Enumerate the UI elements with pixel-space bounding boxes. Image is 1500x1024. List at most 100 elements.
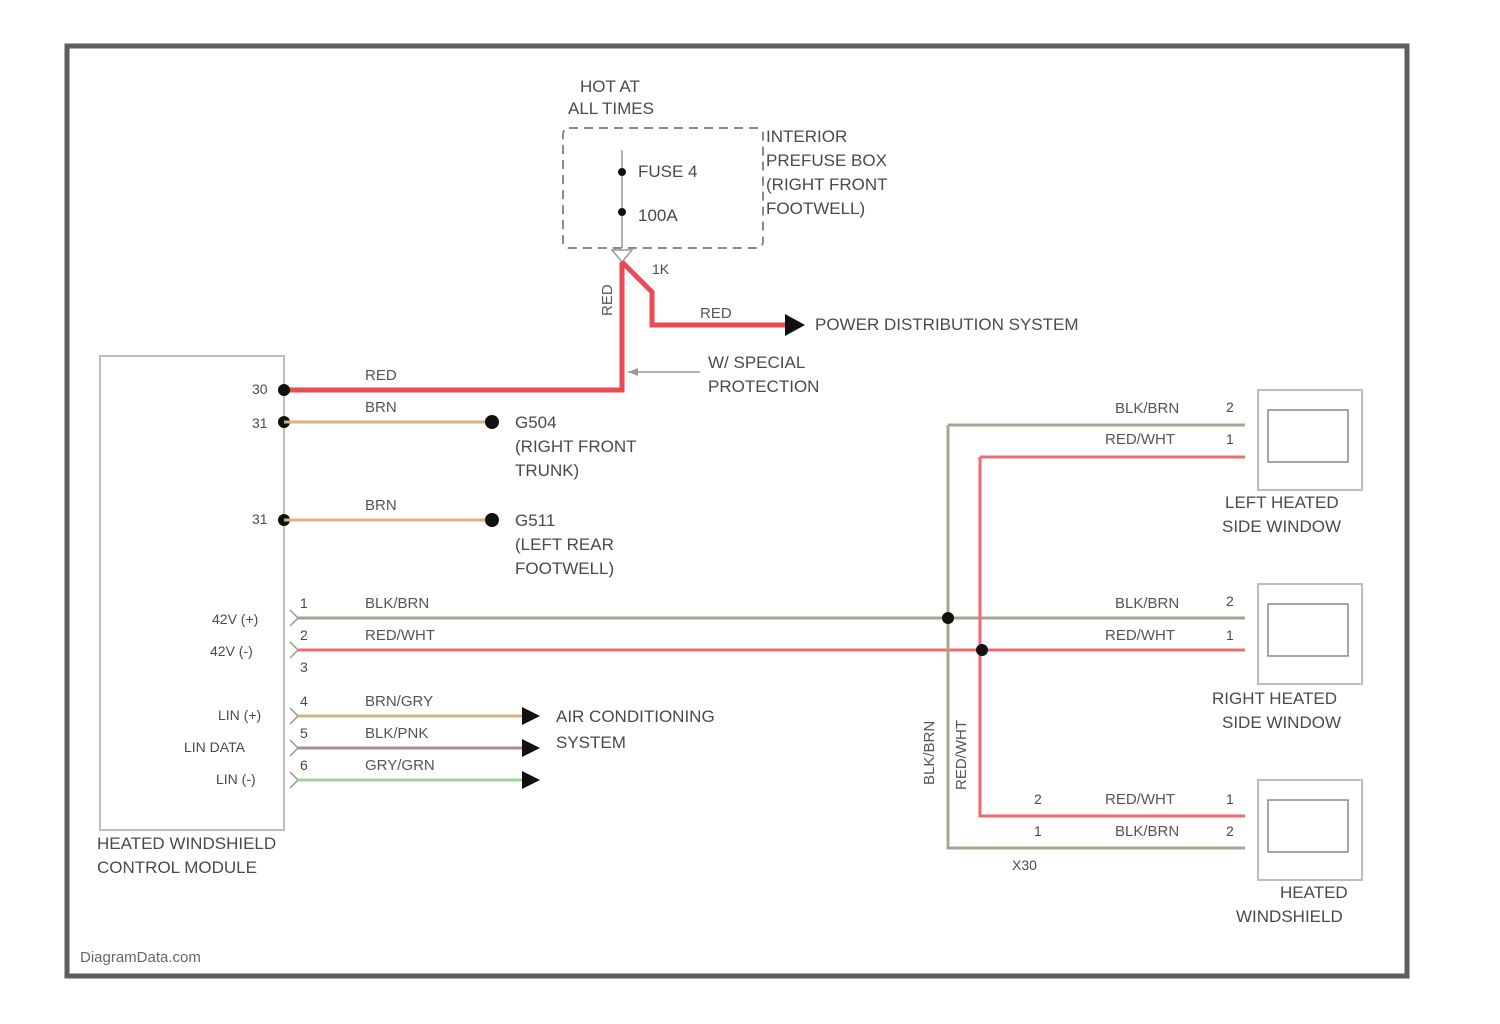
- protection-label-2: PROTECTION: [708, 377, 819, 396]
- module-pin-lin-neg: LIN (-): [216, 771, 256, 787]
- splice-red-wht: [976, 644, 988, 656]
- blk-pnk-label: BLK/PNK: [365, 725, 428, 742]
- lin-arrow-2: [522, 739, 540, 757]
- protection-leader-arrow: [628, 368, 638, 376]
- power-wire-label: RED: [365, 367, 397, 384]
- left-window-pin-bottom: 1: [1226, 431, 1234, 447]
- left-window-name-1: LEFT HEATED: [1225, 493, 1339, 512]
- windshield-name-1: HEATED: [1280, 883, 1348, 902]
- windshield-conn-pin-bottom: 1: [1034, 823, 1042, 839]
- ground-g504-name: G504: [515, 413, 557, 432]
- conn-pin-2: 2: [300, 627, 308, 643]
- prefuse-box-name-3: (RIGHT FRONT: [766, 175, 888, 194]
- conn-pin-5: 5: [300, 725, 308, 741]
- brn-ground-label-1: BRN: [365, 399, 397, 416]
- protection-label-1: W/ SPECIAL: [708, 353, 805, 372]
- red-pds-label: RED: [700, 305, 732, 322]
- heated-windshield-control-module: 30 31 31 42V (+) 42V (-) LIN (+) LIN DAT…: [97, 356, 308, 877]
- right-heated-side-window: BLK/BRN RED/WHT 2 1 RIGHT HEATED SIDE WI…: [1105, 584, 1362, 732]
- connector-chevrons: [290, 610, 298, 788]
- heater-bus: BLK/BRN RED/WHT BLK/BRN RED/WHT: [298, 425, 1245, 848]
- ground-g504-loc-2: TRUNK): [515, 461, 579, 480]
- windshield-box: [1258, 780, 1362, 880]
- module-terminal-30: [278, 384, 290, 396]
- fuse-terminal-bottom: [618, 208, 626, 216]
- ground-circuits: BRN G504 (RIGHT FRONT TRUNK) BRN G511 (L…: [284, 399, 637, 578]
- module-pin-42v-neg: 42V (-): [210, 643, 253, 659]
- ground-g511-loc-2: FOOTWELL): [515, 559, 614, 578]
- module-pin-lin-data: LIN DATA: [184, 739, 246, 755]
- module-pin-31b: 31: [252, 511, 268, 527]
- prefuse-box-name-2: PREFUSE BOX: [766, 151, 887, 170]
- module-pin-31a: 31: [252, 415, 268, 431]
- right-window-name-1: RIGHT HEATED: [1212, 689, 1337, 708]
- prefuse-box-name-1: INTERIOR: [766, 127, 847, 146]
- all-times-label: ALL TIMES: [568, 99, 654, 118]
- module-pin-42v-pos: 42V (+): [212, 611, 258, 627]
- red-vertical-label: RED: [599, 284, 616, 316]
- power-feed: RED RED POWER DISTRIBUTION SYSTEM W/ SPE…: [284, 262, 1079, 396]
- right-window-pin-top: 2: [1226, 593, 1234, 609]
- red-power-wire: [284, 262, 622, 390]
- hot-at-label: HOT AT: [580, 77, 640, 96]
- fuse-box-pin: 1K: [652, 261, 670, 277]
- ac-system-label-1: AIR CONDITIONING: [556, 707, 715, 726]
- right-window-name-2: SIDE WINDOW: [1222, 713, 1341, 732]
- left-window-box: [1258, 390, 1362, 490]
- vertical-blk-brn-label: BLK/BRN: [921, 721, 938, 785]
- ground-g511-loc-1: (LEFT REAR: [515, 535, 614, 554]
- brn-ground-label-2: BRN: [365, 497, 397, 514]
- windshield-pin-top: 1: [1226, 791, 1234, 807]
- blk-brn-bus-label: BLK/BRN: [365, 595, 429, 612]
- interior-prefuse-box: HOT AT ALL TIMES FUSE 4 100A INTERIOR PR…: [563, 77, 888, 277]
- red-wht-bus-label: RED/WHT: [365, 627, 435, 644]
- windshield-wire-bottom: BLK/BRN: [1115, 823, 1179, 840]
- right-window-wire-bottom: RED/WHT: [1105, 627, 1175, 644]
- blk-brn-trunk: [948, 425, 1245, 848]
- ground-g504-dot: [485, 415, 499, 429]
- left-heated-side-window: BLK/BRN RED/WHT 2 1 LEFT HEATED SIDE WIN…: [1105, 390, 1362, 536]
- gry-grn-label: GRY/GRN: [365, 757, 435, 774]
- fuse-name: FUSE 4: [638, 162, 698, 181]
- left-window-pin-top: 2: [1226, 399, 1234, 415]
- ground-g504-loc-1: (RIGHT FRONT: [515, 437, 637, 456]
- prefuse-box-name-4: FOOTWELL): [766, 199, 865, 218]
- heated-windshield: RED/WHT BLK/BRN 1 2 2 1 X30 HEATED WINDS…: [1012, 780, 1362, 926]
- fuse-box-outline: [563, 128, 763, 248]
- right-window-pin-bottom: 1: [1226, 627, 1234, 643]
- module-name-2: CONTROL MODULE: [97, 858, 257, 877]
- lin-bus: BRN/GRY BLK/PNK GRY/GRN AIR CONDITIONING…: [298, 693, 715, 789]
- watermark: DiagramData.com: [80, 949, 201, 966]
- conn-pin-4: 4: [300, 693, 308, 709]
- right-window-wire-top: BLK/BRN: [1115, 595, 1179, 612]
- fuse-terminal-top: [618, 168, 626, 176]
- ground-g511-dot: [485, 513, 499, 527]
- windshield-conn-pin-top: 2: [1034, 791, 1042, 807]
- left-window-wire-top: BLK/BRN: [1115, 400, 1179, 417]
- left-window-name-2: SIDE WINDOW: [1222, 517, 1341, 536]
- brn-gry-label: BRN/GRY: [365, 693, 433, 710]
- module-pin-lin-pos: LIN (+): [218, 707, 261, 723]
- windshield-wire-top: RED/WHT: [1105, 791, 1175, 808]
- pds-arrow: [785, 314, 805, 336]
- connector-symbol: [612, 250, 632, 262]
- splice-blk-brn: [942, 612, 954, 624]
- conn-pin-6: 6: [300, 757, 308, 773]
- left-window-wire-bottom: RED/WHT: [1105, 431, 1175, 448]
- conn-pin-1: 1: [300, 595, 308, 611]
- lin-arrow-3: [522, 771, 540, 789]
- pds-label: POWER DISTRIBUTION SYSTEM: [815, 315, 1079, 334]
- fuse-rating: 100A: [638, 206, 678, 225]
- windshield-name-2: WINDSHIELD: [1236, 907, 1343, 926]
- module-name-1: HEATED WINDSHIELD: [97, 834, 276, 853]
- conn-pin-3: 3: [300, 659, 308, 675]
- ground-g511-name: G511: [515, 511, 555, 530]
- vertical-red-wht-label: RED/WHT: [953, 720, 970, 790]
- windshield-pin-bottom: 2: [1226, 823, 1234, 839]
- ac-system-label-2: SYSTEM: [556, 733, 626, 752]
- right-window-box: [1258, 584, 1362, 684]
- windshield-connector-id: X30: [1012, 857, 1037, 873]
- lin-arrow-1: [522, 707, 540, 725]
- module-pin-30: 30: [252, 381, 268, 397]
